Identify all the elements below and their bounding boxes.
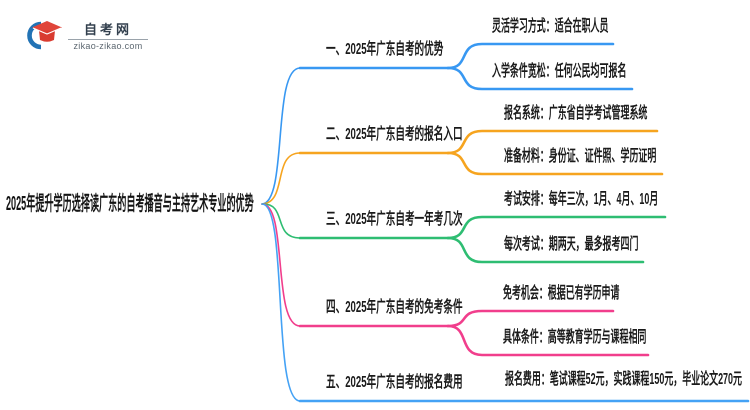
connector-line bbox=[446, 129, 659, 155]
branch-5-label[interactable]: 五、2025年广东自考的报名费用 bbox=[326, 374, 463, 391]
connector-line bbox=[446, 66, 634, 91]
connector-line bbox=[446, 236, 645, 264]
branch-1-leaf-1[interactable]: 灵活学习方式：适合在职人员 bbox=[492, 18, 609, 35]
connector-line bbox=[446, 42, 615, 70]
branch-2-leaf-2[interactable]: 准备材料：身份证、证件照、学历证明 bbox=[504, 148, 657, 165]
connector-line bbox=[446, 324, 650, 357]
connector-line bbox=[261, 203, 301, 402]
branch-2-leaf-1[interactable]: 报名系统：广东省自学考试管理系统 bbox=[504, 105, 648, 122]
connector-line bbox=[261, 152, 301, 205]
site-url: zikao-zikao.com bbox=[73, 41, 143, 51]
connector-line bbox=[261, 203, 301, 239]
connector-line bbox=[261, 67, 301, 205]
connector-line bbox=[446, 151, 664, 176]
logo-divider bbox=[68, 39, 148, 40]
logo-graduation-cap-icon bbox=[27, 21, 62, 50]
site-name: 自考网 bbox=[83, 22, 132, 37]
branch-3-label[interactable]: 三、2025年广东自考一年考几次 bbox=[326, 211, 463, 228]
branch-3-leaf-1[interactable]: 考试安排：每年三次，1月、4月、10月 bbox=[504, 191, 659, 208]
branch-1-label[interactable]: 一、2025年广东自考的优势 bbox=[326, 41, 444, 58]
branch-2-label[interactable]: 二、2025年广东自考的报名入口 bbox=[326, 126, 463, 143]
branch-4-leaf-2[interactable]: 具体条件：高等教育学历与课程相同 bbox=[503, 329, 647, 346]
branch-5-leaf-1[interactable]: 报名费用：笔试课程52元，实践课程150元，毕业论文270元 bbox=[505, 371, 742, 388]
connector-line bbox=[261, 203, 301, 327]
branch-3-leaf-2[interactable]: 每次考试：期两天，最多报考四门 bbox=[504, 236, 639, 253]
connector-line bbox=[446, 309, 615, 328]
site-logo[interactable]: 自考网 zikao-zikao.com bbox=[26, 20, 148, 51]
connector-line bbox=[446, 215, 667, 240]
branch-4-leaf-1[interactable]: 免考机会：根据已有学历申请 bbox=[503, 285, 620, 302]
central-topic[interactable]: 2025年提升学历选择读广东的自考播音与主持艺术专业的优势 bbox=[6, 193, 254, 215]
branch-4-label[interactable]: 四、2025年广东自考的免考条件 bbox=[326, 299, 463, 316]
branch-1-leaf-2[interactable]: 入学条件宽松：任何公民均可报名 bbox=[492, 63, 627, 80]
